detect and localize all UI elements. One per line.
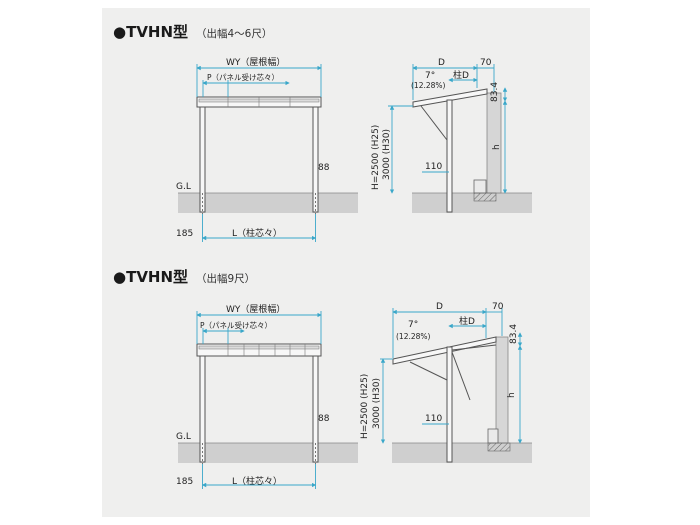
left-post [199, 355, 206, 463]
p-label: P（パネル受け芯々） [200, 320, 272, 330]
footing-hatch [473, 192, 497, 202]
dim-185: 185 [176, 477, 193, 487]
right-post [312, 106, 319, 213]
dim-70: 70 [492, 302, 504, 312]
brace [420, 105, 448, 141]
wy-label: WY（屋根幅） [226, 303, 285, 315]
dim-88: 88 [318, 414, 330, 424]
dim-83-4: 83.4 [490, 82, 500, 102]
footing-hatch [487, 442, 511, 452]
section-subtitle: （出幅9尺） [196, 272, 255, 285]
front-elevation: WY（屋根幅） P（パネル受け芯々） G.L 88 185 L（柱芯々） [176, 303, 358, 489]
rail [451, 344, 497, 351]
dim-185: 185 [176, 229, 193, 239]
l-label: L（柱芯々） [232, 475, 282, 487]
diagram-panel [102, 8, 590, 517]
dim-110: 110 [425, 162, 442, 172]
slope-label: (12.28%) [411, 81, 446, 90]
angle-label: 7° [408, 320, 418, 330]
side-post [446, 346, 453, 463]
section-top: ●TVHN型 （出幅4～6尺） WY（屋根幅） [113, 23, 532, 242]
section-title: ●TVHN型 [113, 23, 188, 41]
ground-band [412, 193, 532, 213]
brace [451, 351, 471, 401]
right-post [312, 355, 319, 463]
l-label: L（柱芯々） [232, 227, 282, 239]
section-bottom: ●TVHN型 （出幅9尺） WY（屋根幅） P（パネル受け芯々 [113, 268, 532, 489]
dim-110: 110 [425, 414, 442, 424]
dim-70: 70 [480, 58, 492, 68]
side-elevation: D 70 柱D 7° (12.28%) 83.4 h H=2500 (H25) … [360, 302, 532, 463]
foundation-block [487, 428, 499, 444]
foundation-block [473, 179, 487, 194]
ground-band [392, 443, 532, 463]
h-alt-label: 3000 (H30) [372, 378, 382, 429]
house-wall [486, 92, 502, 194]
left-post [199, 106, 206, 213]
brace [409, 361, 448, 381]
slope-label: (12.28%) [396, 332, 431, 341]
side-post [446, 99, 453, 213]
dim-83-4: 83.4 [509, 324, 519, 344]
gl-label: G.L [176, 182, 191, 192]
d-label: D [436, 302, 443, 312]
h-label: h [492, 144, 502, 150]
d-label: D [438, 58, 445, 68]
post-d-label: 柱D [459, 315, 475, 327]
wy-label: WY（屋根幅） [226, 56, 285, 68]
side-elevation: D 70 柱D 7° (12.28%) 83.4 h H=2500 (H25) … [371, 58, 532, 213]
h-main-label: H=2500 (H25) [360, 374, 370, 439]
dim-88: 88 [318, 163, 330, 173]
post-d-label: 柱D [453, 69, 469, 81]
sloped-roof [392, 336, 497, 365]
sloped-roof [412, 88, 488, 108]
section-subtitle: （出幅4～6尺） [196, 27, 272, 40]
p-label: P（パネル受け芯々） [207, 72, 279, 82]
angle-label: 7° [425, 71, 435, 81]
front-elevation: WY（屋根幅） P（パネル受け芯々） G.L 88 185 L（柱芯々） [176, 56, 358, 242]
h-main-label: H=2500 (H25) [371, 125, 381, 190]
h-alt-label: 3000 (H30) [382, 129, 392, 180]
gl-label: G.L [176, 432, 191, 442]
h-label: h [507, 392, 517, 398]
house-wall [495, 336, 509, 444]
section-title: ●TVHN型 [113, 268, 188, 286]
